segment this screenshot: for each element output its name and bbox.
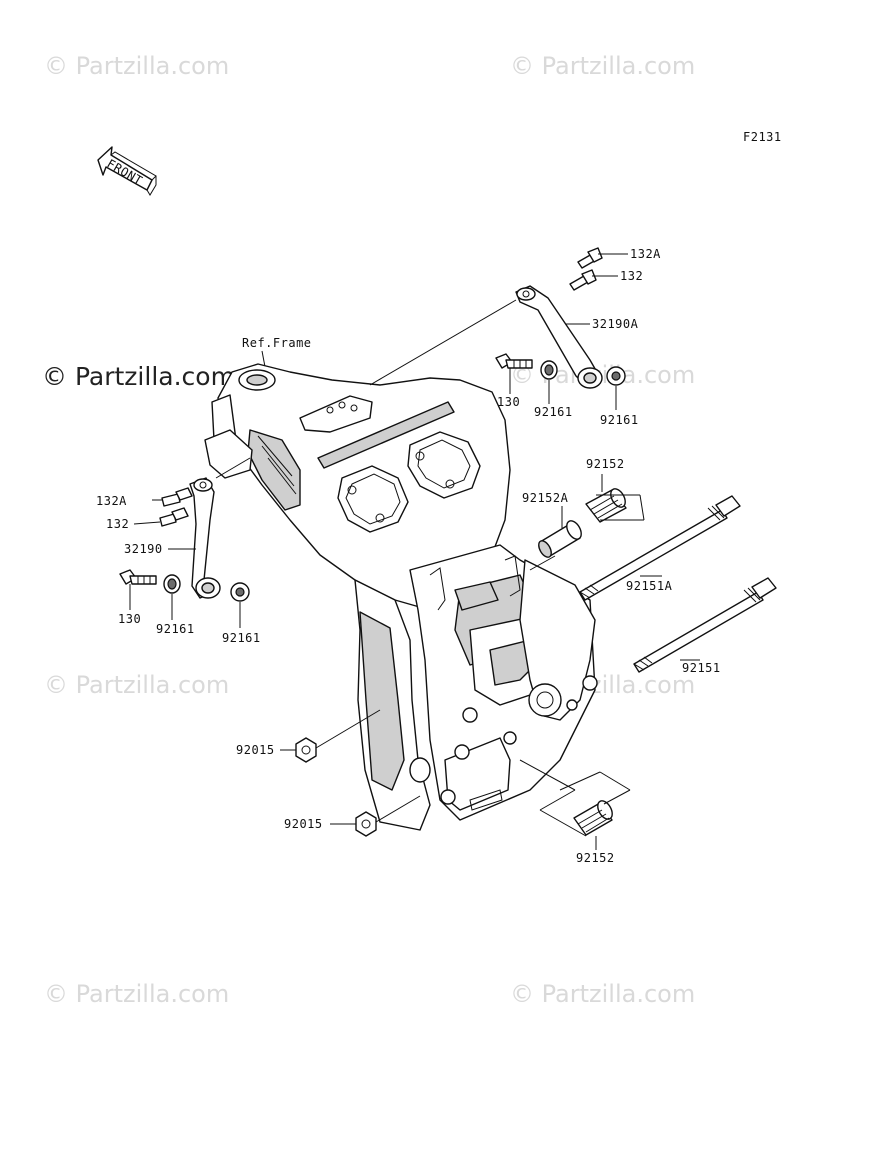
watermark-top-left: © Partzilla.com xyxy=(44,52,229,80)
watermark-bottom-right: © Partzilla.com xyxy=(510,980,695,1008)
callout-92151a: 92151A xyxy=(626,579,673,593)
watermark-left-2: © Partzilla.com xyxy=(44,671,229,699)
watermark-mid-right: © Partzilla.com xyxy=(510,361,695,389)
bolt-132-left xyxy=(159,507,189,527)
callout-labels: 132A 132 32190A 130 92161 92161 92152 92… xyxy=(96,247,721,865)
callout-92015-lower: 92015 xyxy=(284,817,323,831)
bolt-130-right xyxy=(495,353,533,369)
watermark-main: © Partzilla.com xyxy=(42,362,235,391)
collar-92152a xyxy=(538,520,582,558)
bushing-92161-right-a xyxy=(540,360,558,380)
callout-130-left: 130 xyxy=(118,612,141,626)
watermark-bottom-left: © Partzilla.com xyxy=(44,980,229,1008)
callout-92152a: 92152A xyxy=(522,491,569,505)
front-arrow-icon: FRONT xyxy=(97,146,157,196)
callout-132-left: 132 xyxy=(106,517,129,531)
callout-130-right: 130 xyxy=(497,395,520,409)
bolt-132a-left xyxy=(161,487,193,507)
callout-92151: 92151 xyxy=(682,661,721,675)
hanger-32190 xyxy=(189,477,221,599)
collar-92152-lower xyxy=(573,800,613,836)
bolt-92151a xyxy=(579,495,741,601)
assembly-guide-lines xyxy=(215,299,645,837)
nut-92015-upper xyxy=(295,737,317,763)
hanger-32190a xyxy=(515,285,603,389)
callout-92015-upper: 92015 xyxy=(236,743,275,757)
bushing-92161-right-b xyxy=(606,366,626,386)
callout-92161-left-a: 92161 xyxy=(156,622,195,636)
watermark-top-right: © Partzilla.com xyxy=(510,52,695,80)
nut-92015-lower xyxy=(355,811,377,837)
bolt-132a-right xyxy=(577,247,603,269)
callout-32190a: 32190A xyxy=(592,317,639,331)
callout-92161-right-a: 92161 xyxy=(534,405,573,419)
collar-92152-upper xyxy=(585,488,627,523)
bushing-92161-left-b xyxy=(230,582,250,602)
callout-32190: 32190 xyxy=(124,542,163,556)
callout-132a-right: 132A xyxy=(630,247,661,261)
front-arrow-label: FRONT xyxy=(105,156,145,187)
bolt-92151 xyxy=(633,577,777,673)
callout-132-right: 132 xyxy=(620,269,643,283)
callout-92152-lower: 92152 xyxy=(576,851,615,865)
callout-92161-left-b: 92161 xyxy=(222,631,261,645)
callout-132a-left: 132A xyxy=(96,494,127,508)
figure-code: F2131 xyxy=(743,130,782,144)
bolt-130-left xyxy=(119,569,157,585)
leader-lines xyxy=(129,253,700,850)
callout-92161-right-b: 92161 xyxy=(600,413,639,427)
motorcycle-frame xyxy=(204,363,598,831)
callout-92152-upper: 92152 xyxy=(586,457,625,471)
bolt-132-right xyxy=(569,269,597,291)
bushing-92161-left-a xyxy=(163,574,181,594)
ref-frame-label: Ref.Frame xyxy=(242,336,312,350)
